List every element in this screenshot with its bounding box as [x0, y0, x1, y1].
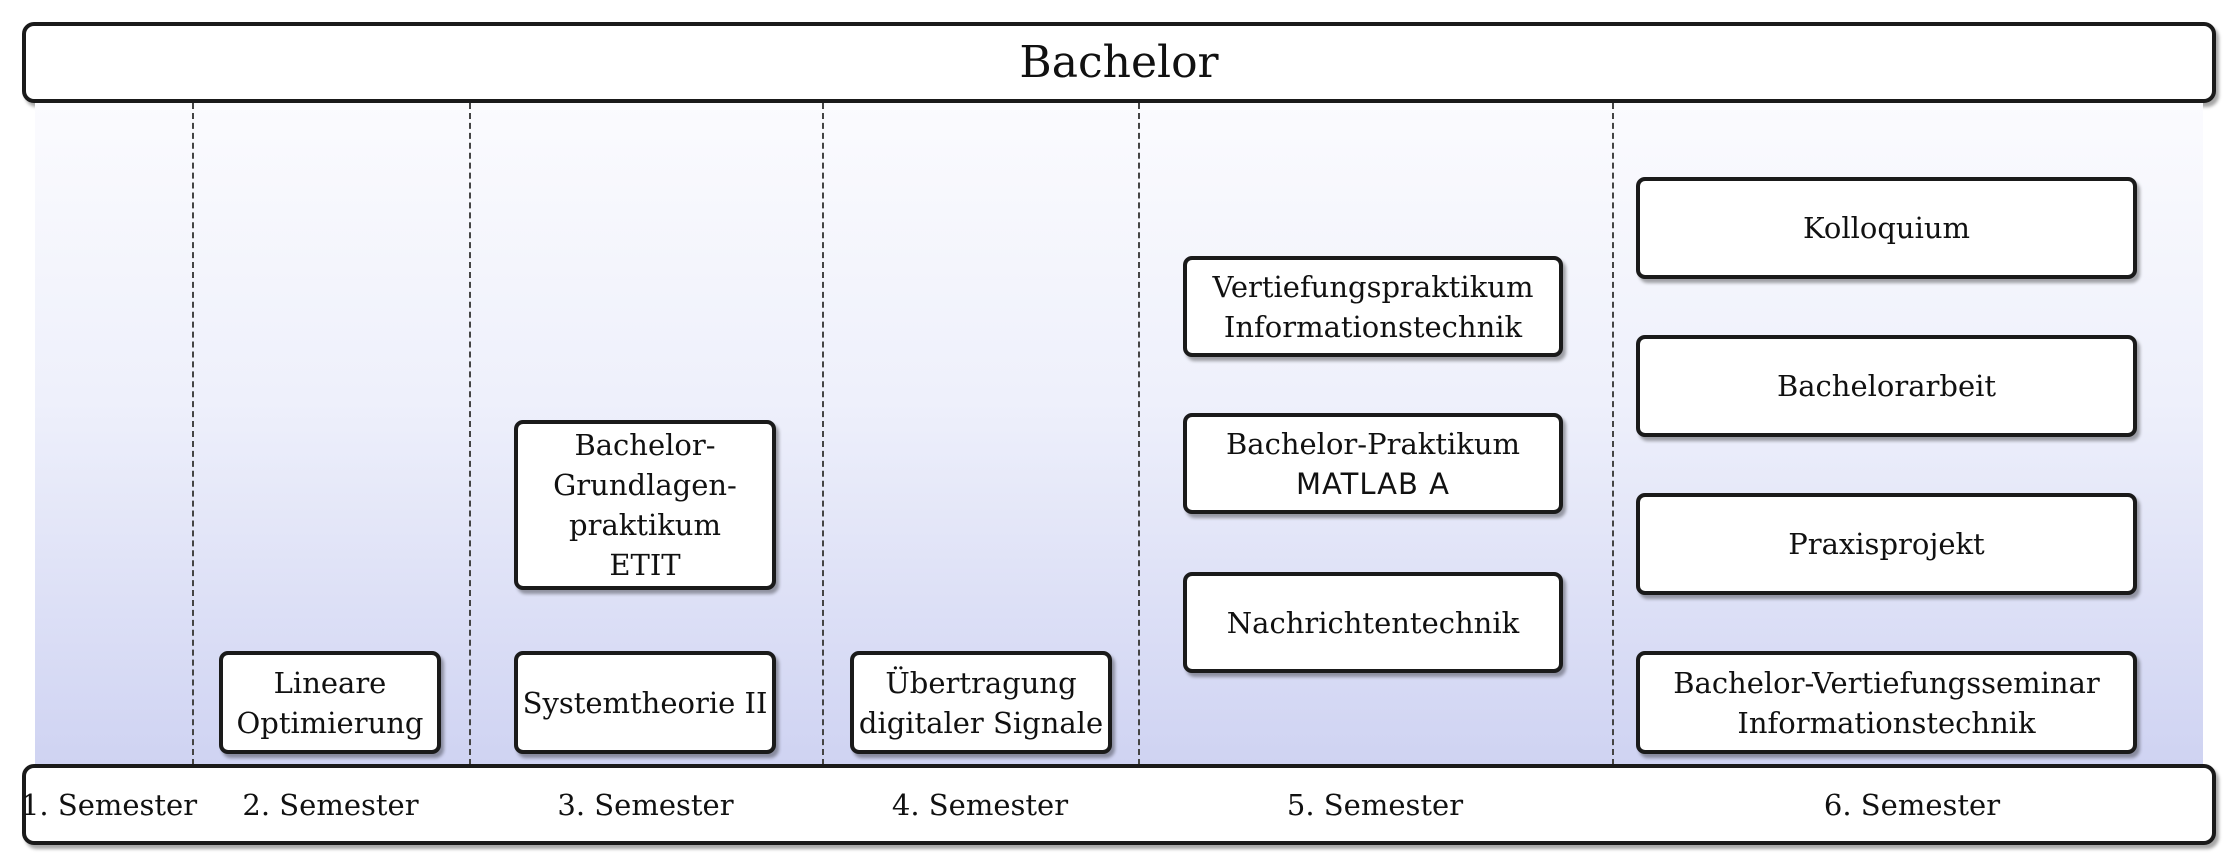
semester-label-3: 3. Semester [557, 787, 734, 822]
semester-label-5: 5. Semester [1286, 787, 1464, 822]
course-label: Bachelor-Vertiefungsseminar [1673, 665, 2100, 700]
degree-header: Bachelor [22, 22, 2216, 103]
course-label: Bachelor-Praktikum [1226, 426, 1520, 461]
course-bachelorarbeit[interactable]: Bachelorarbeit [1636, 335, 2137, 437]
course-label: Systemtheorie II [522, 685, 768, 720]
course-label: Optimierung [236, 705, 424, 740]
course-label: MATLAB A [1296, 466, 1450, 501]
course-label: Kolloquium [1802, 211, 1971, 245]
course-systemtheorie[interactable]: Systemtheorie II [514, 651, 776, 754]
column-divider [192, 103, 194, 765]
column-divider [1138, 103, 1140, 765]
course-uebertragung-digitaler-signale[interactable]: Übertragung digitaler Signale [850, 651, 1112, 754]
course-label: Informationstechnik [1737, 705, 2036, 740]
course-kolloquium[interactable]: Kolloquium [1636, 177, 2137, 279]
course-vertiefungspraktikum[interactable]: Vertiefungspraktikum Informationstechnik [1183, 256, 1563, 357]
course-label: Bachelorarbeit [1776, 369, 1997, 403]
course-label: Informationstechnik [1223, 309, 1523, 344]
degree-title: Bachelor [1019, 37, 1219, 88]
course-label: Nachrichtentechnik [1226, 605, 1520, 640]
course-praxisprojekt[interactable]: Praxisprojekt [1636, 493, 2137, 595]
course-label: ETIT [609, 548, 681, 582]
semester-label-6: 6. Semester [1823, 787, 2001, 822]
semester-label-4: 4. Semester [891, 787, 1069, 822]
course-label: Praxisprojekt [1788, 527, 1985, 561]
course-lineare-optimierung[interactable]: Lineare Optimierung [219, 651, 441, 754]
course-bachelor-grundlagenpraktikum[interactable]: Bachelor- Grundlagen- praktikum ETIT [514, 420, 776, 590]
course-label: praktikum [569, 508, 721, 542]
semester-label-2: 2. Semester [242, 787, 419, 822]
column-divider [822, 103, 824, 765]
course-label: Bachelor- [574, 428, 716, 462]
semester-label-1: 1. Semester [20, 787, 198, 822]
course-label: Lineare [273, 665, 387, 700]
course-nachrichtentechnik[interactable]: Nachrichtentechnik [1183, 572, 1563, 673]
column-divider [1612, 103, 1614, 765]
course-label: Vertiefungspraktikum [1212, 269, 1534, 304]
course-bachelor-vertiefungsseminar[interactable]: Bachelor-Vertiefungsseminar Informations… [1636, 651, 2137, 754]
course-label: digitaler Signale [858, 705, 1104, 740]
column-divider [469, 103, 471, 765]
course-label: Übertragung [885, 665, 1077, 700]
course-bachelor-praktikum-matlab[interactable]: Bachelor-Praktikum MATLAB A [1183, 413, 1563, 514]
course-label: Grundlagen- [553, 468, 737, 502]
semester-bar [22, 764, 2216, 845]
